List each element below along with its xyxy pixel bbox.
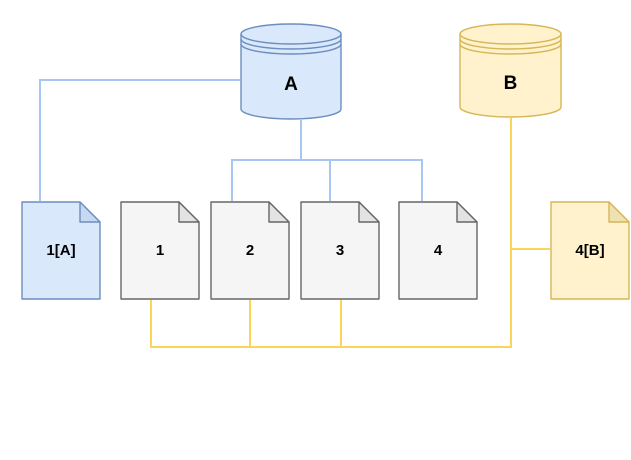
doc-2: 2	[210, 201, 290, 300]
doc-4b-label: 4[B]	[575, 242, 605, 259]
cylinder-disk-line	[240, 38, 342, 50]
cylinder-disk-line	[459, 38, 562, 50]
document-icon	[21, 201, 101, 300]
cylinder-disk-line	[240, 43, 342, 55]
database-a: A	[240, 23, 342, 120]
doc-2-label: 2	[245, 242, 255, 259]
doc-1a-label: 1[A]	[46, 242, 76, 259]
database-b: B	[459, 23, 562, 118]
doc-4: 4	[398, 201, 478, 300]
document-outline	[21, 201, 101, 300]
document-outline	[550, 201, 630, 300]
document-icon	[550, 201, 630, 300]
cylinder-top-ellipse	[459, 33, 562, 45]
doc-3-label: 3	[335, 242, 345, 259]
doc-1a: 1[A]	[21, 201, 101, 300]
doc-3: 3	[300, 201, 380, 300]
doc-1: 1	[120, 201, 200, 300]
edge-a-to-doc-1a	[39, 79, 240, 201]
database-cylinder-icon	[240, 23, 342, 120]
doc-4b: 4[B]	[550, 201, 630, 300]
cylinder-disk-line	[459, 43, 562, 55]
document-fold	[79, 201, 101, 223]
database-cylinder-icon	[459, 23, 562, 118]
document-fold	[608, 201, 630, 223]
doc-1-label: 1	[155, 242, 165, 259]
edge-a-branch-to-doc-2-and-4	[231, 159, 423, 201]
database-a-label: A	[284, 73, 298, 95]
doc-4-label: 4	[433, 242, 443, 259]
database-b-label: B	[503, 72, 518, 94]
cylinder-top-ellipse	[240, 33, 342, 45]
a-edges	[39, 79, 423, 201]
